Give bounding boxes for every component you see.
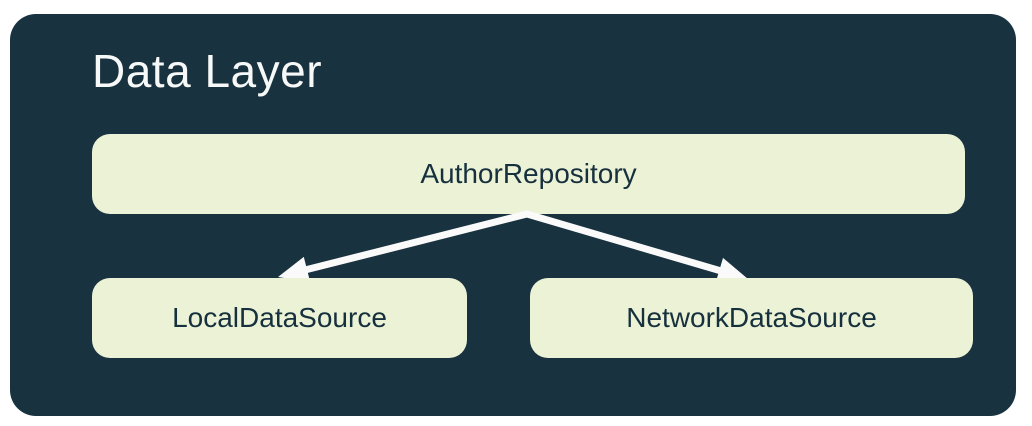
edge-repository-to-local	[278, 210, 531, 283]
data-layer-container: Data Layer AuthorRepository LocalDataSou…	[10, 14, 1016, 416]
diagram-title: Data Layer	[92, 45, 323, 97]
node-author-repository: AuthorRepository	[92, 134, 965, 214]
node-network-data-source-label: NetworkDataSource	[626, 302, 877, 333]
node-local-data-source-label: LocalDataSource	[172, 302, 387, 333]
node-local-data-source: LocalDataSource	[92, 278, 467, 358]
edge-repository-to-network	[523, 210, 748, 283]
node-network-data-source: NetworkDataSource	[530, 278, 973, 358]
node-author-repository-label: AuthorRepository	[420, 158, 637, 189]
